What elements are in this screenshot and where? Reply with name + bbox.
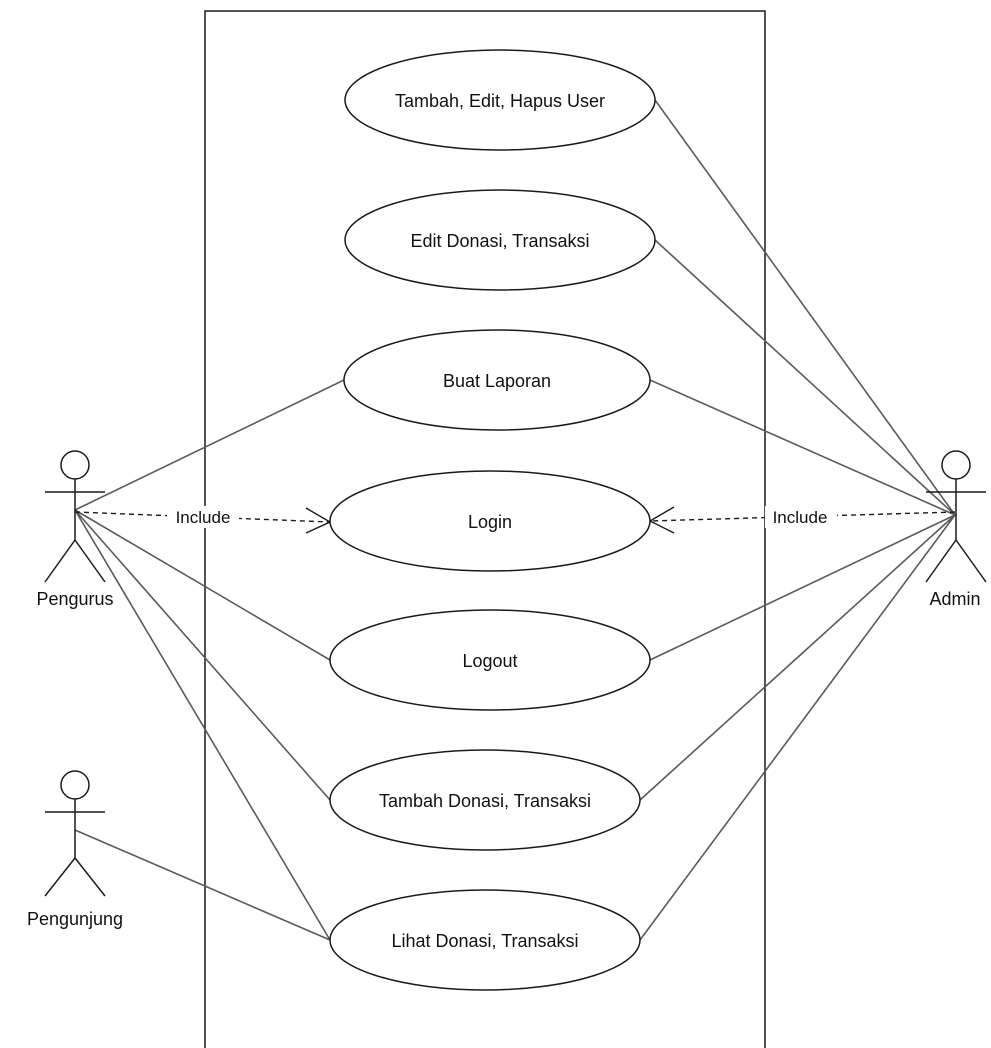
use-case-label: Edit Donasi, Transaksi [410,231,589,251]
use-case-label: Tambah Donasi, Transaksi [379,791,591,811]
include-right-relation: Include [648,506,956,534]
actor-pengunjung-label: Pengunjung [27,909,123,929]
admin-to-tambah-donasi [639,514,956,801]
use-case-label: Logout [462,651,517,671]
use-case-label: Lihat Donasi, Transaksi [391,931,578,951]
admin-to-lihat-donasi [639,514,956,941]
use-case-label: Login [468,512,512,532]
use-case-edit-donasi: Edit Donasi, Transaksi [344,189,656,291]
admin-to-buat-laporan [649,379,956,516]
include-right-arrowhead [648,506,675,534]
pengurus-to-lihat-donasi [74,509,331,941]
actor-admin-label: Admin [929,589,980,609]
actor-head-icon [941,450,971,480]
pengunjung-to-lihat-donasi [74,829,331,941]
use-case-logout: Logout [329,609,651,711]
admin-to-logout [649,514,956,661]
admin-associations [639,99,956,941]
actor-pengurus [44,450,106,583]
use-case-label: Buat Laporan [443,371,551,391]
pengurus-to-tambah-donasi [74,509,331,801]
include-left-label: Include [176,508,231,527]
admin-to-tambah-edit-hapus-user [654,99,956,516]
actor-admin [925,450,987,583]
use-case-login: Login [329,470,651,572]
actor-pengunjung [44,770,106,897]
system-boundary [204,10,766,1048]
include-left-relation: Include [74,506,332,534]
pengurus-to-buat-laporan [74,379,345,511]
use-case-lihat-donasi: Lihat Donasi, Transaksi [329,889,641,991]
use-case-buat-laporan: Buat Laporan [343,329,651,431]
actor-pengurus-label: Pengurus [36,589,113,609]
pengurus-to-logout [74,509,331,661]
use-case-tambah-donasi: Tambah Donasi, Transaksi [329,749,641,851]
pengurus-associations [74,379,345,941]
use-case-label: Tambah, Edit, Hapus User [395,91,605,111]
admin-to-edit-donasi [654,239,956,516]
actor-head-icon [60,770,90,800]
use-case-tambah-edit-hapus-user: Tambah, Edit, Hapus User [344,49,656,151]
actor-head-icon [60,450,90,480]
include-right-label: Include [773,508,828,527]
